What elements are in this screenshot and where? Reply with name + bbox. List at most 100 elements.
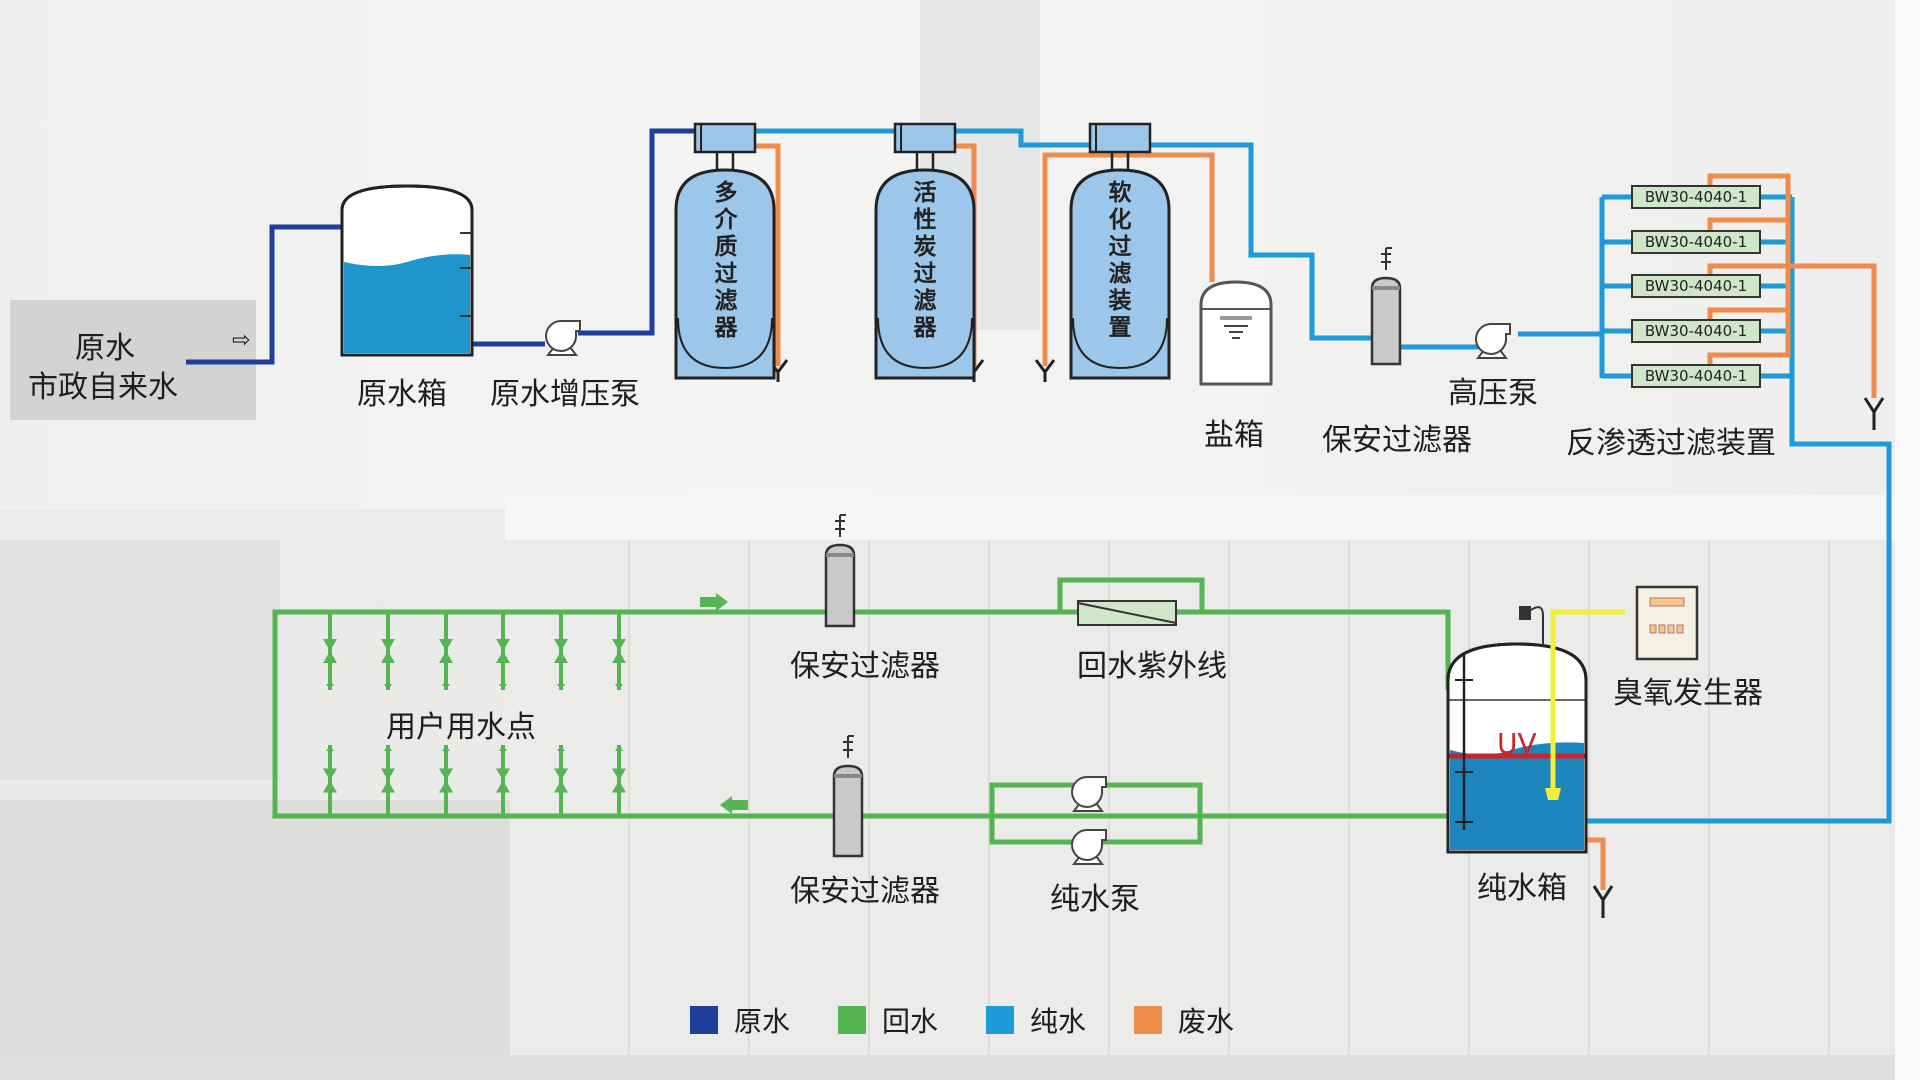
legend-swatch (1134, 1006, 1162, 1034)
user-valve-icon (323, 612, 337, 690)
ro-membrane (1631, 364, 1761, 388)
pipe-pump-parallel (989, 782, 1203, 845)
ozone-generator-box (1635, 585, 1699, 661)
user-valve-icon (554, 745, 568, 816)
filter-label-softener: 软化过滤装置 (1105, 180, 1135, 342)
pure-tank-label: 纯水箱 (1477, 871, 1567, 906)
user-valve-icon (439, 612, 453, 690)
legend-swatch (986, 1006, 1014, 1034)
hp-pump-label: 高压泵 (1448, 376, 1538, 411)
raw-water-pipes (186, 128, 700, 365)
raw-pump-icon (545, 319, 581, 356)
filter-label-char: 置 (1108, 315, 1132, 341)
pure-water-pipes (756, 128, 1892, 824)
user-valves (323, 612, 626, 816)
filter-label-char: 炭 (913, 234, 937, 260)
background-floor (0, 800, 510, 1080)
salt-tank (1199, 280, 1273, 386)
user-valve-icon (612, 745, 626, 816)
filter-label-char: 滤 (1108, 261, 1132, 287)
ro-unit-label: 反渗透过滤装置 (1566, 426, 1776, 461)
source-label-2: 市政自来水 (28, 370, 178, 405)
ro-membrane-label: BW30-4040-1 (1644, 188, 1748, 206)
ro-membranes (1631, 185, 1761, 388)
filter-label-char: 质 (714, 234, 738, 260)
user-valve-icon (496, 745, 510, 816)
ro-membrane (1631, 274, 1761, 298)
filter-label-char: 装 (1108, 288, 1132, 314)
multimedia-filter (674, 122, 776, 380)
filter-label-char: 活 (913, 180, 937, 206)
salt-tank-label: 盐箱 (1204, 418, 1264, 453)
ro-membrane (1631, 230, 1761, 254)
ro-membrane-label: BW30-4040-1 (1644, 233, 1748, 251)
user-valve-icon (439, 745, 453, 816)
hp-pump-icon (1475, 322, 1511, 359)
legend-label: 原水 (734, 1005, 791, 1038)
arrow-left-icon (720, 796, 748, 814)
ro-membrane (1631, 319, 1761, 343)
security-filter-top-label: 保安过滤器 (1322, 423, 1472, 458)
return-water-pipes (272, 577, 1451, 845)
ro-membrane-label: BW30-4040-1 (1644, 322, 1748, 340)
user-points-label: 用户用水点 (386, 710, 536, 745)
drain-icon (1863, 397, 1885, 430)
pure-pump-label: 纯水泵 (1050, 882, 1140, 917)
security-filter-top-icon (1370, 247, 1402, 366)
media-filters (674, 122, 1171, 380)
softener-tank (1069, 122, 1171, 380)
legend-item: 纯水 (986, 1000, 1134, 1040)
legend-item: 原水 (690, 1000, 838, 1040)
filter-label-char: 介 (714, 207, 738, 233)
filter-label-char: 软 (1108, 180, 1132, 206)
arrow-right-icon (700, 593, 728, 611)
filter-label-multimedia: 多介质过滤器 (711, 180, 741, 342)
drain-icon (1034, 359, 1056, 382)
security-filter-return-label: 保安过滤器 (790, 649, 940, 684)
uv-label: UV (1497, 727, 1537, 760)
ro-membrane (1631, 185, 1761, 209)
filter-label-char: 滤 (913, 288, 937, 314)
raw-water-tank (340, 184, 474, 357)
legend-label: 回水 (882, 1005, 939, 1038)
filter-label-carbon: 活性炭过滤器 (910, 180, 940, 342)
ro-membrane-label: BW30-4040-1 (1644, 367, 1748, 385)
raw-pump-label: 原水增压泵 (490, 377, 640, 412)
user-valve-icon (496, 612, 510, 690)
pipe-ro-permeate-to-tank (1586, 197, 1892, 824)
filter-label-char: 过 (714, 261, 738, 287)
raw-tank-label: 原水箱 (357, 377, 447, 412)
filter-label-char: 化 (1108, 207, 1132, 233)
pure-pump-icon (1071, 828, 1107, 865)
pipe-uv-bypass (1057, 577, 1205, 612)
background-bottom-strip (0, 1055, 1895, 1080)
filter-label-char: 滤 (714, 288, 738, 314)
legend-swatch (838, 1006, 866, 1034)
security-filter-return-icon (824, 514, 856, 628)
legend-swatch (690, 1006, 718, 1034)
filter-label-char: 器 (714, 315, 738, 341)
background-sofa (0, 540, 280, 780)
filter-label-char: 多 (714, 180, 738, 206)
user-valve-icon (612, 612, 626, 690)
pipe-source-to-tank (186, 224, 342, 365)
pipe-top-loop (272, 609, 1451, 819)
ozone-generator-label: 臭氧发生器 (1613, 676, 1763, 711)
carbon-filter (874, 122, 976, 380)
pumps (545, 319, 1511, 865)
source-label-1: 原水 (75, 331, 135, 366)
security-filter-supply-label: 保安过滤器 (790, 874, 940, 909)
user-valve-icon (323, 745, 337, 816)
user-valve-icon (381, 745, 395, 816)
cartridge-filters (824, 247, 1402, 858)
background-right-edge (1895, 0, 1920, 1080)
filter-label-char: 过 (1108, 234, 1132, 260)
background-counter (505, 495, 1920, 540)
legend-label: 纯水 (1030, 1005, 1087, 1038)
filter-label-char: 过 (913, 261, 937, 287)
return-uv-unit (1077, 600, 1177, 626)
pipe-f2-to-f3 (950, 128, 1091, 148)
filter-label-char: 性 (913, 207, 937, 233)
legend-item: 回水 (838, 1000, 986, 1040)
